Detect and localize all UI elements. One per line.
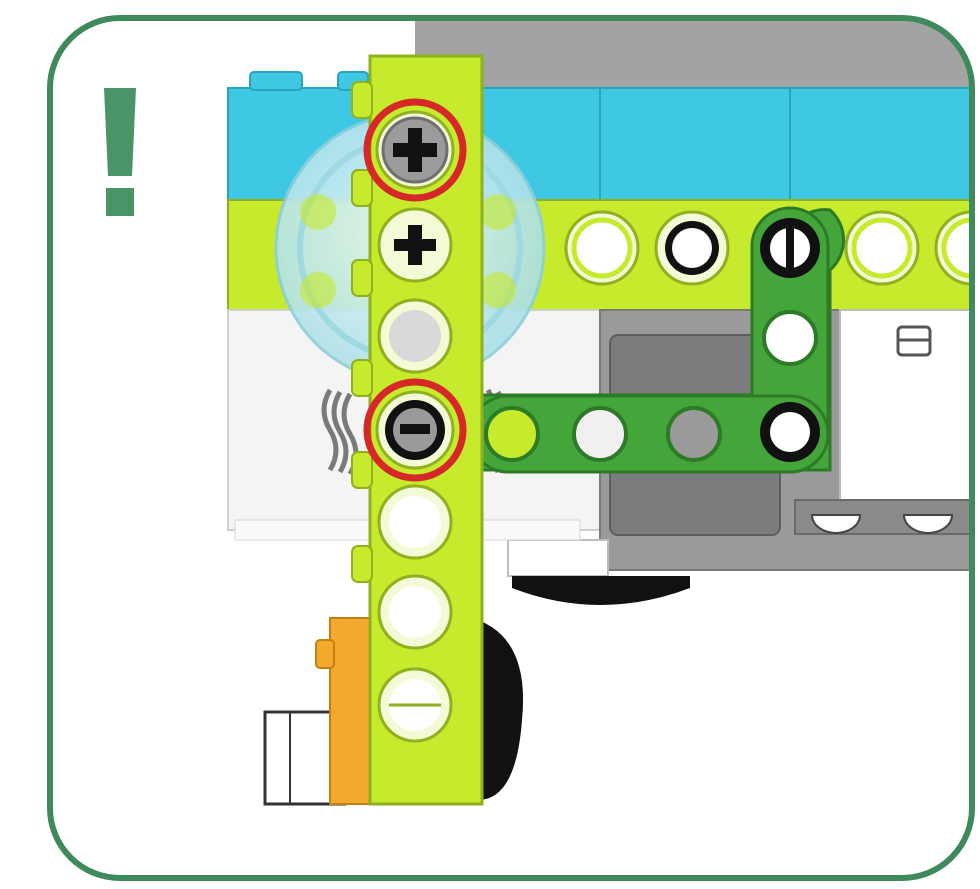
gray-top-body xyxy=(415,18,980,88)
black-tire xyxy=(478,620,523,800)
exclamation-icon xyxy=(96,88,144,218)
attention-mark xyxy=(96,88,144,218)
